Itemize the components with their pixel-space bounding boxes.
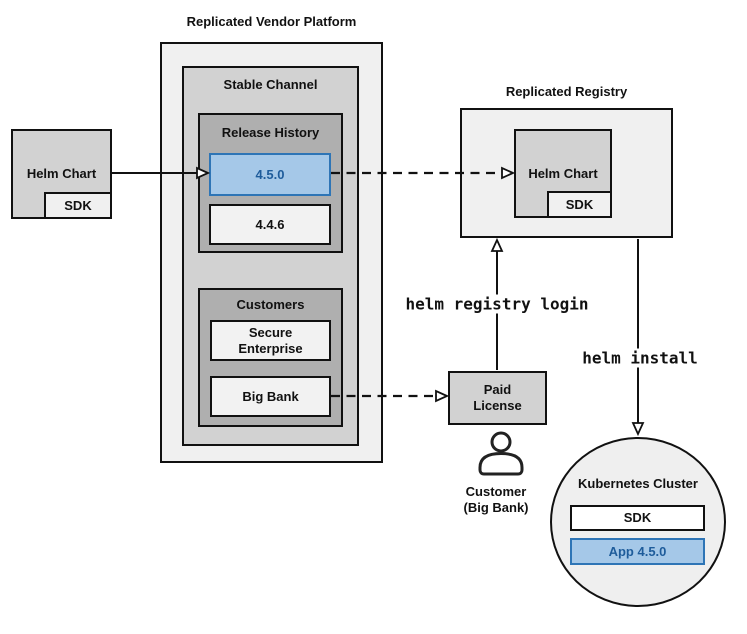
arrow-registry-to-cluster [631,239,645,437]
helm-chart-source-label: Helm Chart [26,166,97,181]
paid-license-label: Paid License [473,382,522,413]
release-history-title: Release History [221,125,320,140]
cluster-app-label: App 4.5.0 [608,543,667,559]
customers-title: Customers [236,297,305,312]
customer-caption: Customer (Big Bank) [436,484,556,516]
cluster-sdk-box: SDK [570,505,705,531]
customer-item-big-bank-label: Big Bank [242,388,299,404]
paid-license-box: Paid License [448,371,547,425]
release-version-box-446: 4.4.6 [209,204,331,245]
release-version-box-450: 4.5.0 [209,153,331,196]
registry-helm-chart-label: Helm Chart [528,165,598,181]
command-registry-login-label: helm registry login [402,294,592,314]
registry-sdk-label: SDK [565,196,594,212]
cluster-app-box: App 4.5.0 [570,538,705,565]
registry-title: Replicated Registry [505,84,628,99]
customer-caption-line1: Customer [465,484,527,499]
release-version-label-446: 4.4.6 [255,216,285,232]
registry-sdk-box: SDK [547,191,612,218]
platform-title: Replicated Vendor Platform [186,14,357,29]
stable-channel-title: Stable Channel [223,77,318,92]
customer-caption-line2: (Big Bank) [463,500,529,515]
customer-item-secure-enterprise: Secure Enterprise [210,320,331,361]
person-icon [478,431,524,476]
customer-item-secure-enterprise-label: Secure Enterprise [238,324,303,356]
helm-chart-source-sdk-box: SDK [44,192,112,219]
customer-item-big-bank: Big Bank [210,376,331,417]
command-install-label: helm install [579,348,701,368]
cluster-sdk-label: SDK [623,510,652,525]
helm-chart-source-sdk-label: SDK [64,197,92,213]
release-version-label-450: 4.5.0 [255,166,285,182]
cluster-title: Kubernetes Cluster [578,476,698,491]
